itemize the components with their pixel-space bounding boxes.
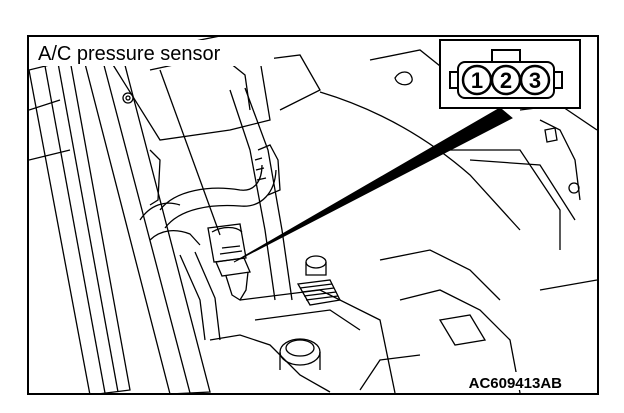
sensor-body — [207, 223, 247, 263]
hose-upper — [159, 164, 263, 211]
lower-bracket-inner — [254, 309, 361, 331]
figure-code: AC609413AB — [469, 375, 563, 392]
inner-frame-edge — [99, 49, 191, 393]
lower-bracket — [239, 289, 396, 393]
tube-down-left — [179, 254, 206, 341]
lower-right-line — [359, 354, 421, 391]
right-bolt — [568, 182, 580, 194]
reservoir-cap-top — [285, 339, 315, 357]
right-vertical-member — [539, 119, 581, 201]
bracket-arm-right — [244, 87, 293, 301]
right-clip — [544, 127, 558, 143]
hose-upper-outer — [164, 169, 277, 229]
lower-right-edge — [379, 249, 501, 301]
left-frame-ribs — [29, 99, 71, 161]
right-panel-inner — [469, 159, 576, 221]
connector-pin-3 — [519, 64, 551, 96]
sensor-body-lines — [219, 245, 243, 255]
connector-pointer — [233, 107, 513, 263]
right-hose-curve — [319, 91, 521, 231]
right-bolt-hole — [394, 71, 413, 86]
lower-right-block — [438, 314, 487, 346]
sensor-hex-nut — [215, 257, 251, 277]
left-frame-edge — [44, 65, 106, 393]
grommet-side — [305, 262, 327, 276]
right-edge-line — [539, 279, 597, 291]
hose-left-outer — [139, 202, 181, 221]
sensor-body-top — [211, 226, 243, 233]
right-panel — [440, 149, 561, 250]
connector-tab-right — [553, 71, 563, 89]
title-leader-line — [159, 69, 221, 236]
fitting-top — [257, 144, 281, 196]
connector-tab-left — [449, 71, 459, 89]
title-backdrop — [34, 40, 274, 66]
bolt-center — [125, 95, 131, 101]
bolt-head — [122, 92, 134, 104]
clip-left — [149, 149, 161, 206]
connector-latch — [491, 49, 521, 63]
figure-code-backdrop — [448, 372, 568, 390]
striped-pad — [296, 279, 341, 306]
tube-down-right — [194, 251, 221, 341]
connector-pin-1-label: 1 — [471, 68, 483, 93]
connector-inset: 1 2 3 — [439, 39, 581, 109]
bracket-arm-left — [229, 89, 276, 301]
pad-stripes — [299, 283, 339, 301]
hose-left — [149, 229, 201, 246]
upper-bracket — [199, 37, 321, 111]
left-frame-edge-inner — [57, 62, 119, 393]
figure-title: A/C pressure sensor — [38, 43, 221, 65]
fitting-threads — [254, 157, 267, 181]
connector-pin-2-label: 2 — [500, 68, 512, 93]
lower-right-housing — [399, 289, 521, 393]
connector-pin-3-label: 3 — [529, 68, 541, 93]
lower-panel-edge — [209, 334, 331, 393]
